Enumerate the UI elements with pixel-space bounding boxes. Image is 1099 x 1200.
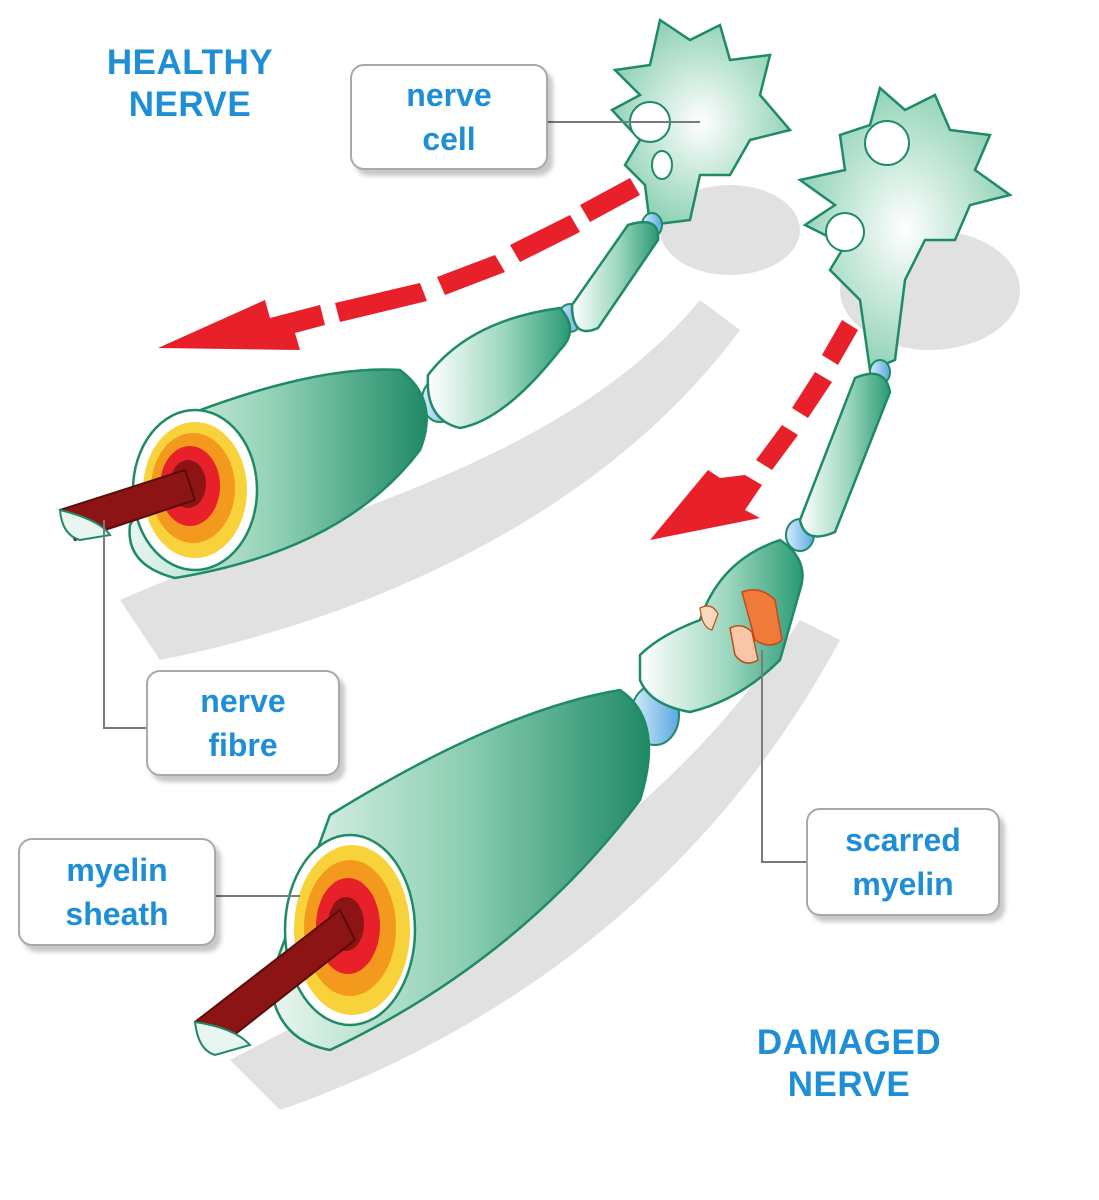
nerve-fibre-label: nerve fibre [146,670,340,776]
healthy-arrow [158,178,640,350]
scarred-myelin-label-line-1: scarred [845,822,961,858]
nerve-cell-label-line-1: nerve [406,77,492,113]
scarred-myelin-label-line-2: myelin [852,866,954,902]
myelin-sheath-label-line-1: myelin [66,852,168,888]
damaged-heading-line-1: DAMAGED [756,1023,942,1062]
scarred-myelin-label: scarred myelin [806,808,1000,916]
healthy-nerve-fibre [58,212,663,580]
damaged-heading-line-2: NERVE [787,1065,911,1104]
damaged-nerve-heading: DAMAGED NERVE [738,1022,960,1106]
leader-lines [103,121,806,897]
healthy-heading-line-1: HEALTHY [106,43,274,82]
healthy-heading-line-2: NERVE [128,85,252,124]
healthy-nerve-heading: HEALTHY NERVE [92,42,288,126]
damaged-arrow [650,320,858,540]
myelin-sheath-label-line-2: sheath [65,896,169,932]
damaged-nerve-cell [796,85,1013,372]
nerve-cell-label: nerve cell [350,64,548,170]
myelin-sheath-label: myelin sheath [18,838,216,946]
nerve-fibre-label-line-1: nerve [200,683,286,719]
damaged-nerve-fibre [193,359,892,1057]
nerve-cell-label-line-2: cell [422,121,476,157]
nerve-fibre-label-line-2: fibre [208,727,278,763]
